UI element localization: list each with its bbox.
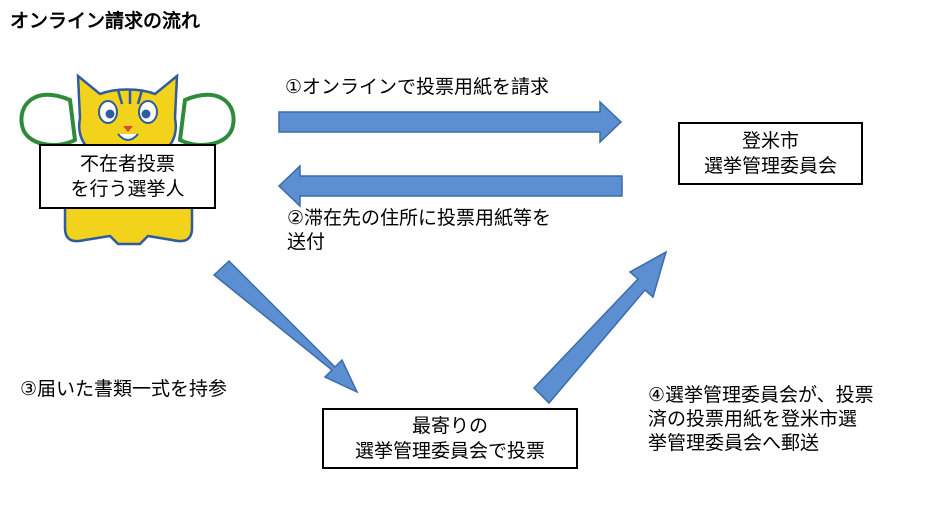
step-4-label: ④選挙管理委員会が、投票 済の投票用紙を登米市選 挙管理委員会へ郵送 [648, 384, 874, 454]
mascot-icon [19, 73, 236, 246]
node-voter: 不在者投票 を行う選挙人 [39, 144, 216, 209]
page-title: オンライン請求の流れ [10, 10, 201, 32]
step-3-label: ③届いた書類一式を持参 [20, 378, 228, 400]
arrow-mail [532, 250, 668, 405]
node-polling: 最寄りの 選挙管理委員会で投票 [322, 408, 578, 469]
step-1-label: ①オンラインで投票用紙を請求 [285, 76, 550, 98]
step-2-label: ②滞在先の住所に投票用紙等を 送付 [287, 207, 552, 253]
arrow-bring [212, 259, 359, 394]
arrow-request [278, 100, 623, 144]
node-committee: 登米市 選挙管理委員会 [678, 122, 863, 185]
arrow-send [277, 164, 623, 208]
